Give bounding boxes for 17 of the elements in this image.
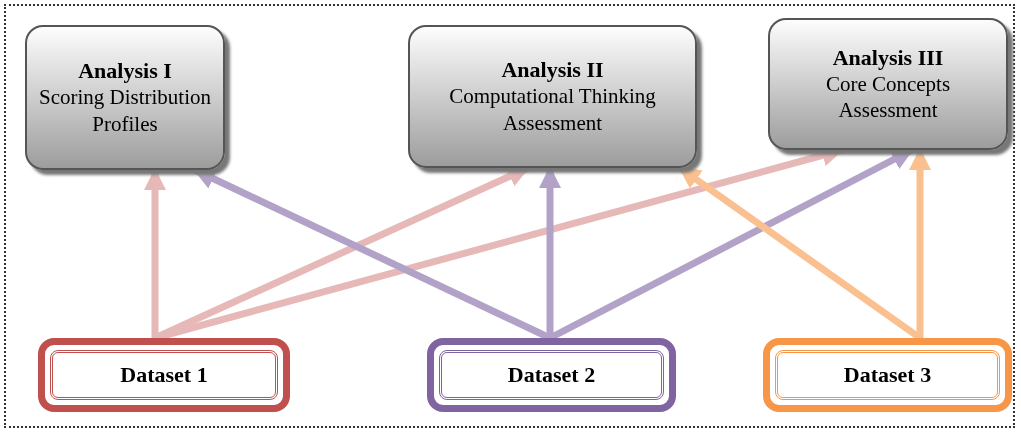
analysis-description: Scoring Distribution Profiles [37, 84, 213, 137]
analysis-box [25, 25, 225, 170]
arrow [909, 148, 931, 338]
analysis-description: Core Concepts Assessment [824, 70, 952, 124]
analysis-title: Analysis II [501, 57, 604, 84]
dataset-box [763, 338, 1012, 412]
dataset-label: Dataset 3 [843, 362, 932, 388]
analysis-title: Analysis I [78, 58, 172, 85]
analysis-description: Computational Thinking Assessment [448, 83, 657, 136]
dataset-label: Dataset 1 [120, 362, 208, 388]
analysis-title: Analysis III [832, 44, 944, 71]
dataset-box [38, 338, 290, 412]
analysis-box [408, 25, 697, 168]
analysis-box [768, 18, 1008, 150]
dataset-label: Dataset 2 [507, 362, 596, 388]
arrow [144, 168, 166, 338]
dataset-box [427, 338, 676, 412]
